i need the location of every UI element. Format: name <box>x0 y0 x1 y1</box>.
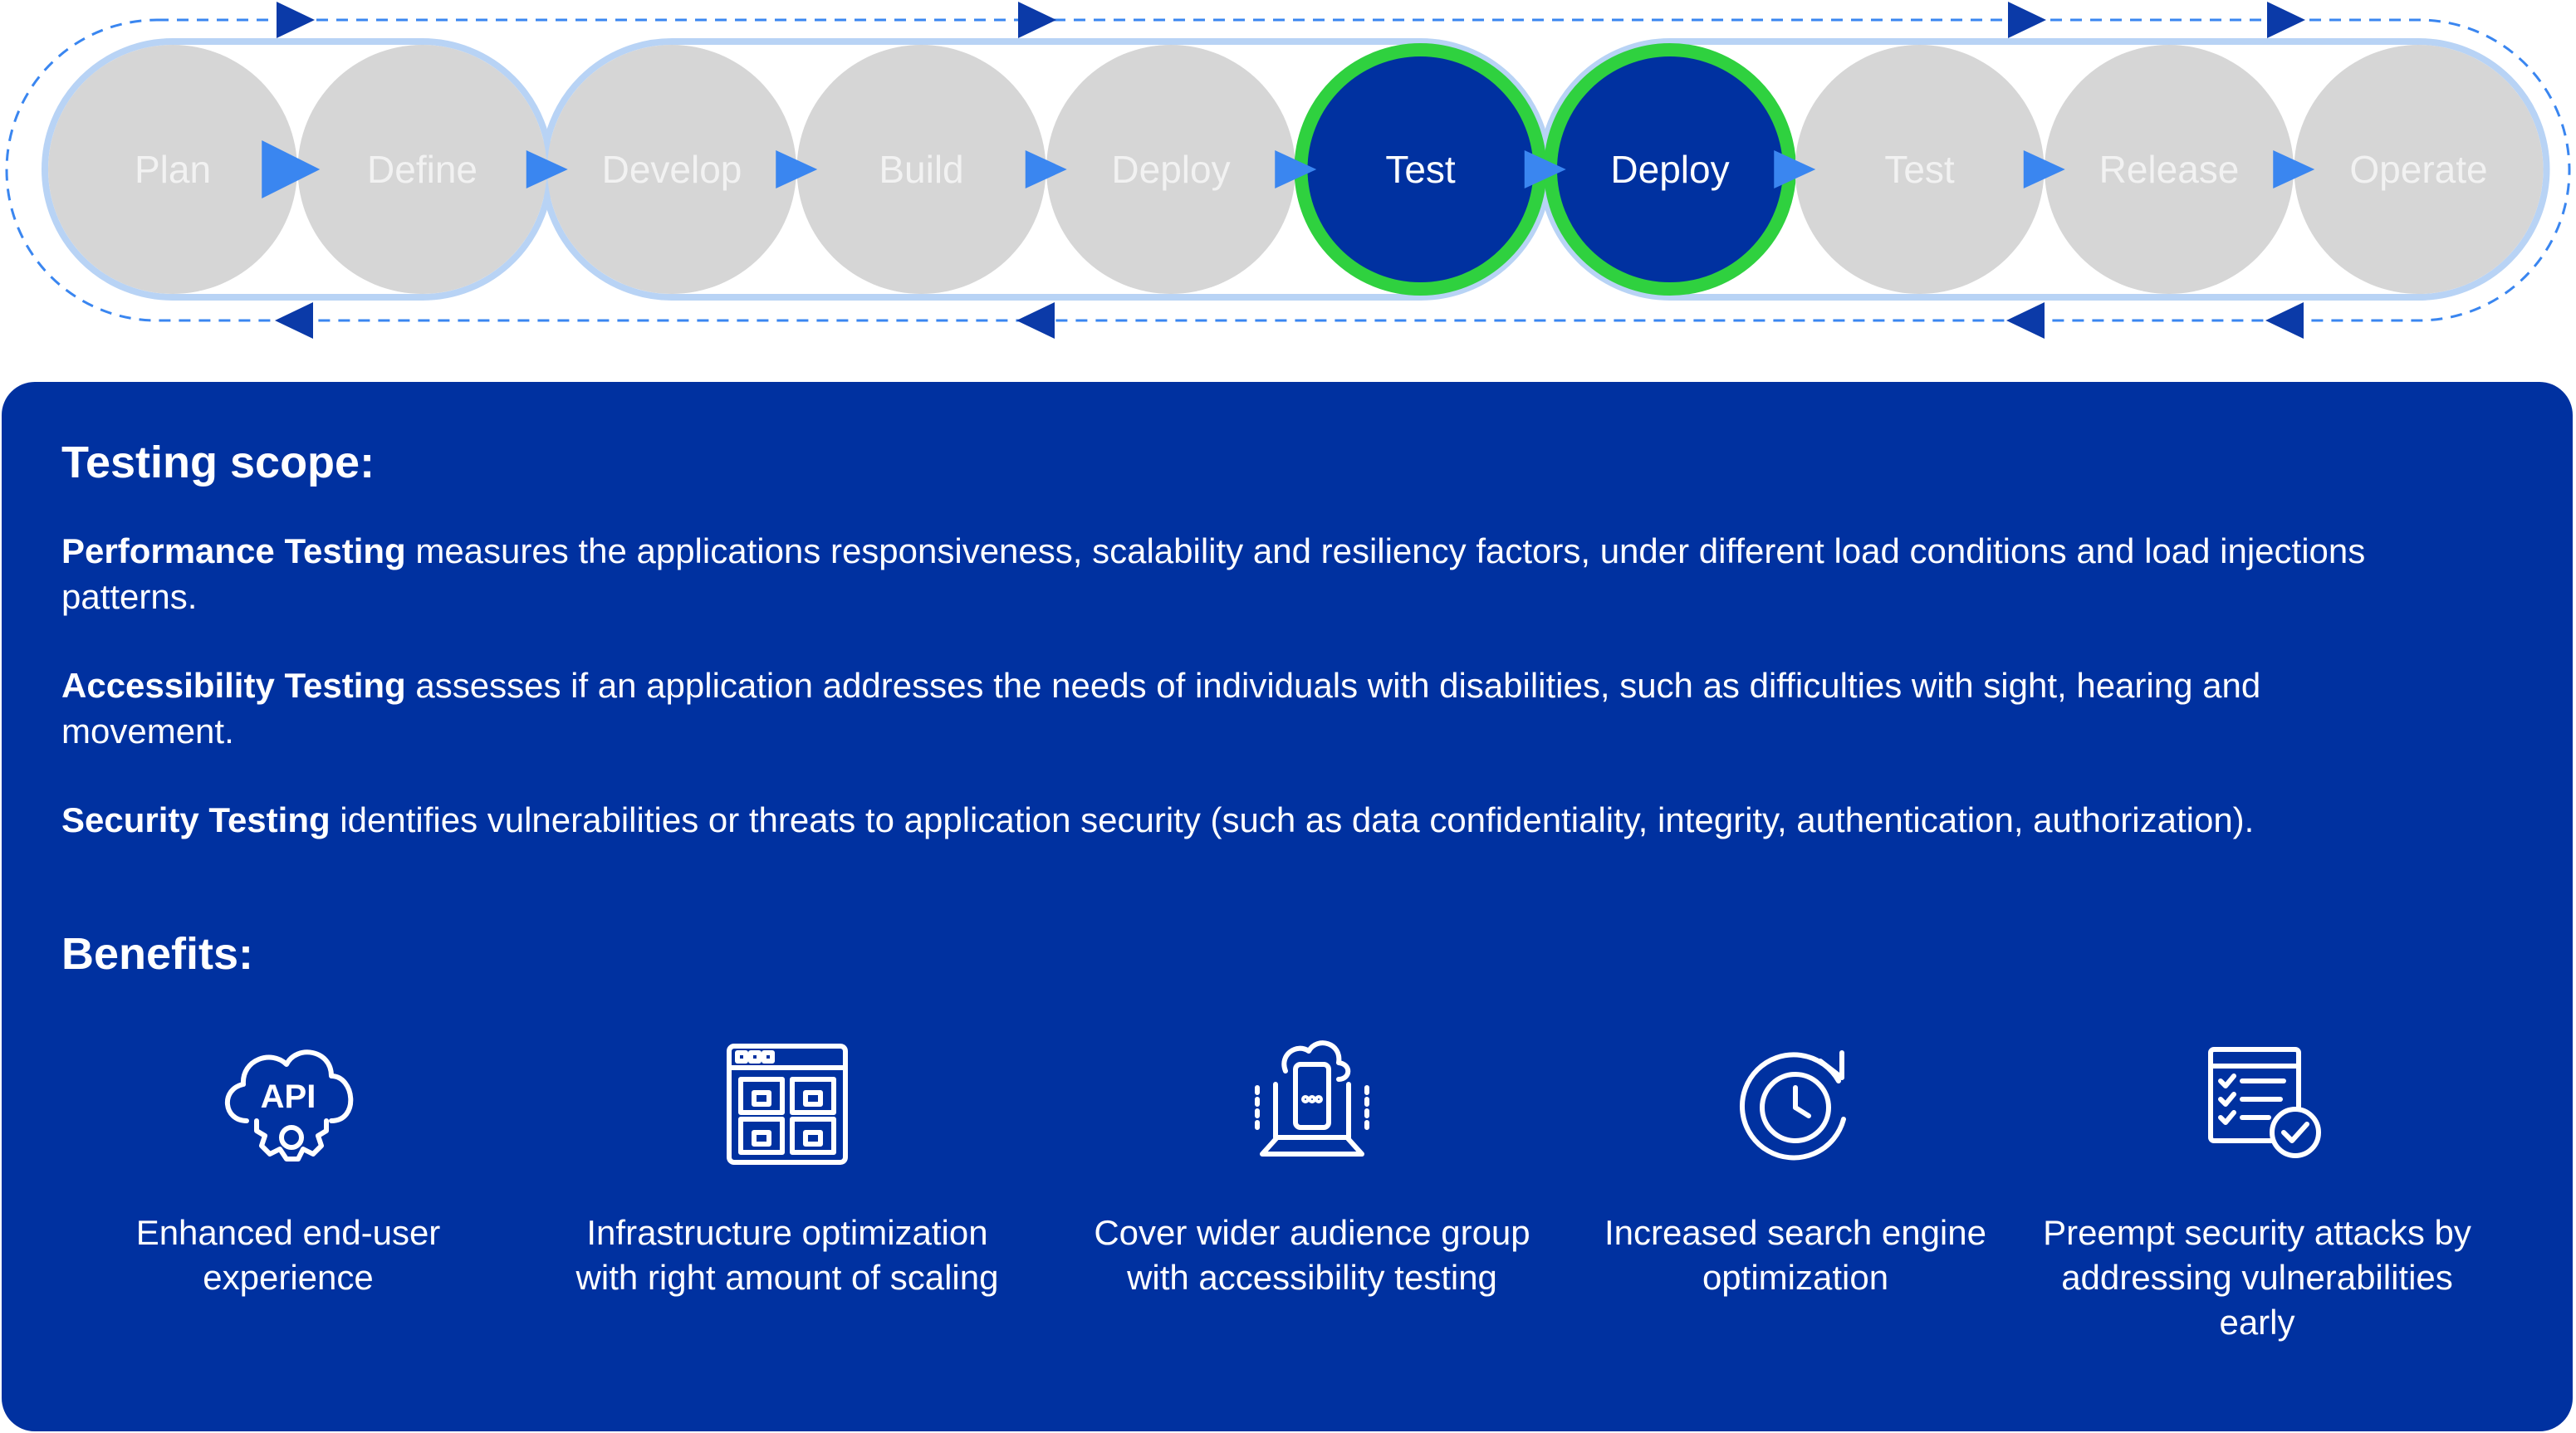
stage-label: Define <box>367 148 477 191</box>
stage-label: Deploy <box>1610 148 1729 191</box>
stage-label: Deploy <box>1111 148 1230 191</box>
flow-arrow-icon <box>526 150 568 188</box>
pipeline-stage: Release <box>2045 45 2294 294</box>
api-cloud-gear-icon: API <box>225 1049 354 1162</box>
performance-testing-description: measures the applications responsiveness… <box>61 531 2366 616</box>
flow-arrow-icon <box>2023 150 2065 188</box>
stage-circle <box>2294 45 2544 294</box>
feedback-loop <box>5 18 2571 322</box>
benefit-caption: Increased search engine optimization <box>1604 1213 1986 1297</box>
svg-text:API: API <box>261 1078 316 1115</box>
security-testing-description: identifies vulnerabilities or threats to… <box>330 800 2255 839</box>
benefit-caption: Cover wider audience group with accessib… <box>1094 1213 1530 1297</box>
loop-arrow-right-icon <box>277 2 315 38</box>
benefits-heading: Benefits: <box>61 929 254 979</box>
stage-label: Develop <box>602 148 742 191</box>
benefit-caption: Infrastructure optimization with right a… <box>575 1213 999 1297</box>
pipeline-stage: Test <box>1795 45 2045 294</box>
pipeline-stage: Develop <box>547 45 796 294</box>
loop-arrow-left-icon <box>1016 302 1055 339</box>
flow-arrow-icon <box>1774 150 1816 188</box>
stage-circle <box>796 45 1046 294</box>
security-testing-label: Security Testing <box>61 800 331 839</box>
benefit-item: Increased search engine optimization <box>1563 1021 2028 1300</box>
devops-pipeline-diagram: Plan Define Develop Build Deploy Test Deploy Te… <box>5 2 2571 339</box>
flow-arrow-icon <box>1524 150 1566 188</box>
benefit-item: Infrastructure optimization with right a… <box>555 1021 1020 1300</box>
loop-arrow-right-icon <box>1018 2 1056 38</box>
accessibility-testing-text: Accessibility Testing assesses if an app… <box>61 663 2436 754</box>
accessibility-testing-label: Accessibility Testing <box>61 666 406 705</box>
loop-arrow-left-icon <box>2006 302 2045 339</box>
testing-scope-heading: Testing scope: <box>61 438 375 487</box>
performance-testing-text: Performance Testing measures the applica… <box>61 528 2436 619</box>
flow-arrow-icon <box>776 150 818 188</box>
performance-testing-label: Performance Testing <box>61 531 406 570</box>
pipeline-stage: Deploy <box>1046 45 1295 294</box>
loop-arrow-left-icon <box>2265 302 2304 339</box>
loop-arrows <box>275 2 2305 339</box>
stage-circle <box>1795 45 2045 294</box>
info-panel: Testing scope: Performance Testing measu… <box>2 382 2573 1431</box>
benefit-item: Cover wider audience group with accessib… <box>1080 1021 1545 1300</box>
benefit-item: Preempt security attacks by addressing v… <box>2025 1021 2490 1345</box>
pipeline-stage: Operate <box>2294 45 2544 294</box>
stage-label: Plan <box>135 148 211 191</box>
stage-label: Build <box>879 148 963 191</box>
browser-grid-icon <box>727 1044 848 1165</box>
stage-circle <box>1046 45 1295 294</box>
pipeline-stage: Define <box>297 45 547 294</box>
security-testing-text: Security Testing identifies vulnerabilit… <box>61 797 2436 843</box>
cloud-laptop-phone-icon <box>1255 1040 1369 1157</box>
stage-label: Operate <box>2349 148 2487 191</box>
stage-circle <box>2045 45 2294 294</box>
loop-arrow-right-icon <box>2008 2 2046 38</box>
pipeline-stage: Plan <box>48 45 297 294</box>
stage-label: Test <box>1884 148 1955 191</box>
flow-arrow-icon <box>2273 150 2315 188</box>
benefit-caption: Preempt security attacks by addressing v… <box>2043 1213 2471 1342</box>
accessibility-testing-description: assesses if an application addresses the… <box>61 666 2261 751</box>
benefit-item: API Enhanced end-user experience <box>56 1021 521 1300</box>
stage-circle <box>547 45 796 294</box>
benefit-caption: Enhanced end-user experience <box>135 1213 441 1297</box>
stage-label: Test <box>1385 148 1456 191</box>
flow-arrow-icon <box>262 140 321 198</box>
pipeline-stages: Plan Define Develop Build Deploy Test Deploy Te… <box>48 43 2544 296</box>
clock-refresh-icon <box>1740 1050 1846 1161</box>
flow-arrow-icon <box>1275 150 1317 188</box>
loop-dashed-track <box>5 18 2571 322</box>
checklist-check-icon <box>2208 1047 2321 1158</box>
pipeline-stage: Build <box>796 45 1046 294</box>
stage-label: Release <box>2099 148 2240 191</box>
pipeline-stage: Test <box>1294 43 1547 296</box>
pipeline-stage: Deploy <box>1544 43 1796 296</box>
loop-arrow-right-icon <box>2267 2 2305 38</box>
stage-circle <box>48 45 297 294</box>
loop-arrow-left-icon <box>275 302 313 339</box>
flow-arrow-icon <box>1025 150 1067 188</box>
stage-arrows <box>262 140 2315 198</box>
stage-circle <box>297 45 547 294</box>
